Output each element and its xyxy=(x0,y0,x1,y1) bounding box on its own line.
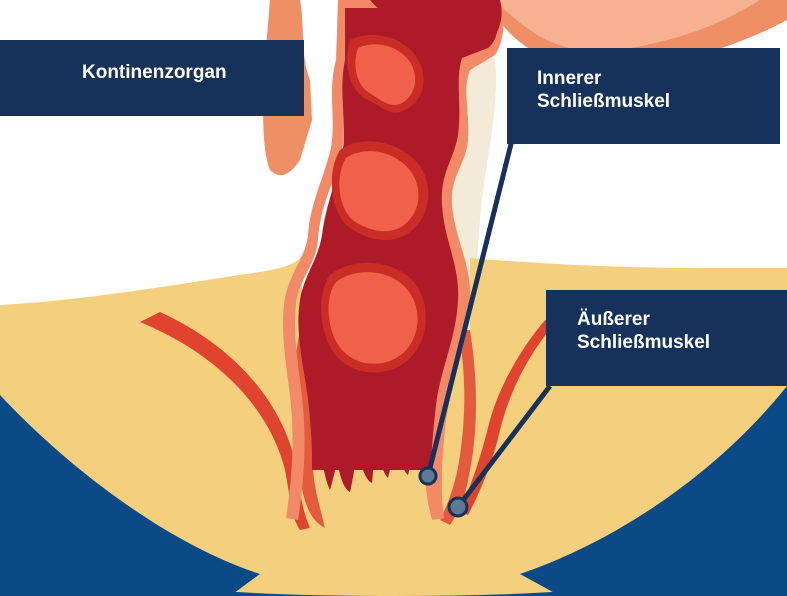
label-outer-sphincter-line1: Äußerer xyxy=(577,308,787,331)
label-inner-sphincter-line2: Schließmuskel xyxy=(537,90,780,113)
label-continence-organ: Kontinenzorgan xyxy=(0,40,304,116)
label-continence-organ-text: Kontinenzorgan xyxy=(82,61,304,84)
outer-sphincter-pointer-dot xyxy=(449,498,467,516)
inner-sphincter-pointer-dot xyxy=(420,468,436,484)
label-outer-sphincter-line2: Schließmuskel xyxy=(577,331,787,354)
label-inner-sphincter: Innerer Schließmuskel xyxy=(507,48,780,144)
label-outer-sphincter: Äußerer Schließmuskel xyxy=(546,290,787,386)
label-inner-sphincter-line1: Innerer xyxy=(537,67,780,90)
